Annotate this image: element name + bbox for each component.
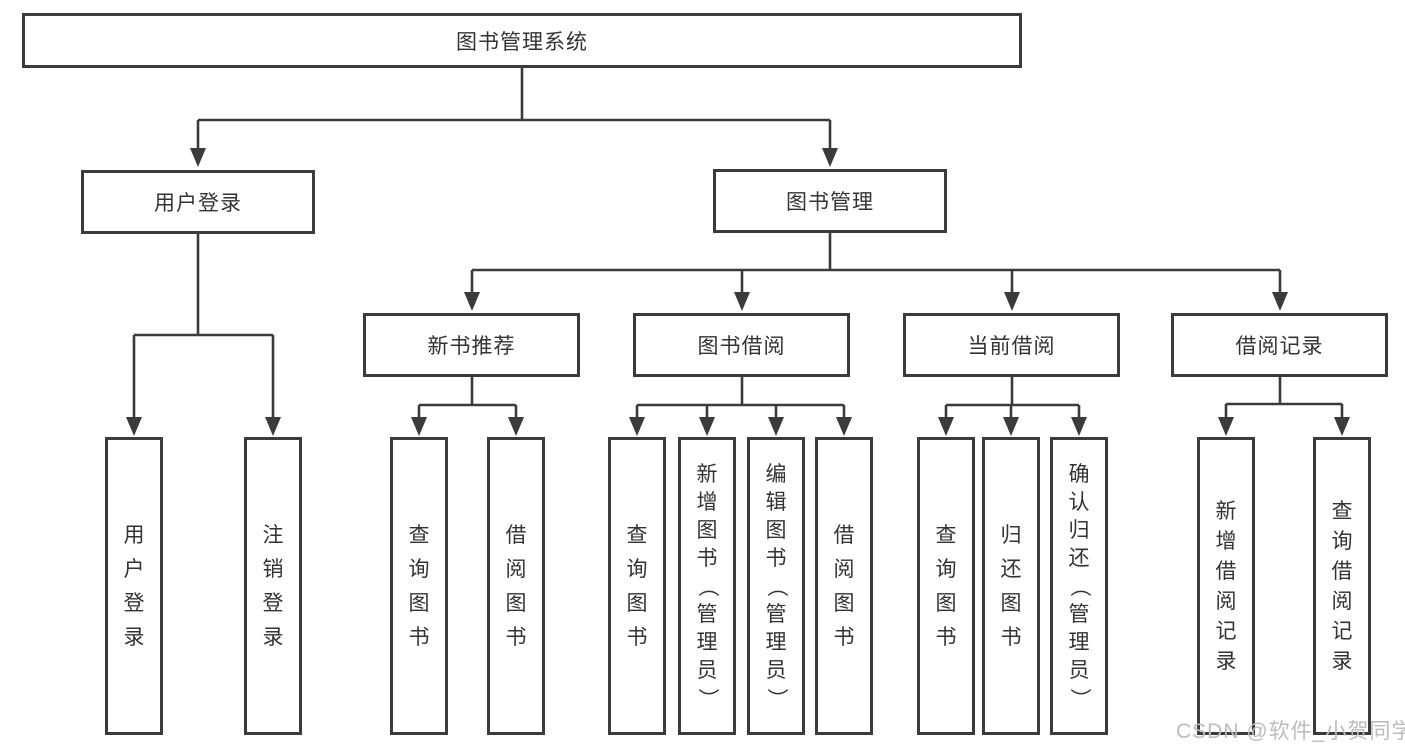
leaf-cb-return-books-label: 归还图书 [1000, 523, 1022, 649]
leaf-bb-add-books: 新增图书（管理员） [678, 437, 736, 735]
leaf-br-add-record: 新增借阅记录 [1197, 437, 1255, 735]
leaf-user-login: 用户登录 [105, 437, 163, 735]
leaf-bb-add-books-label: 新增图书（管理员） [695, 462, 719, 709]
leaf-nb-query-books: 查询图书 [390, 437, 448, 735]
leaf-nb-borrow-books-label: 借阅图书 [505, 523, 527, 649]
node-borrowing-records-label: 借阅记录 [1235, 335, 1324, 358]
node-root: 图书管理系统 [22, 13, 1022, 68]
leaf-cb-confirm-return: 确认归还（管理员） [1050, 437, 1108, 735]
leaf-br-query-record-label: 查询借阅记录 [1331, 499, 1353, 673]
leaf-bb-edit-books: 编辑图书（管理员） [747, 437, 805, 735]
node-current-borrowing-label: 当前借阅 [967, 335, 1056, 358]
node-book-borrowing: 图书借阅 [633, 313, 850, 377]
watermark: CSDN @软件_小贺同学 [1176, 720, 1405, 743]
leaf-logout: 注销登录 [244, 437, 302, 735]
leaf-bb-edit-books-label: 编辑图书（管理员） [764, 462, 788, 709]
leaf-bb-query-books-label: 查询图书 [626, 523, 648, 649]
leaf-cb-query-books: 查询图书 [917, 437, 975, 735]
leaf-nb-borrow-books: 借阅图书 [487, 437, 545, 735]
leaf-bb-borrow-books: 借阅图书 [815, 437, 873, 735]
node-new-book-recommend: 新书推荐 [363, 313, 580, 377]
leaf-cb-confirm-return-label: 确认归还（管理员） [1067, 462, 1091, 709]
node-book-management-label: 图书管理 [786, 191, 874, 214]
leaf-user-login-label: 用户登录 [123, 523, 145, 649]
leaf-br-add-record-label: 新增借阅记录 [1215, 499, 1237, 673]
node-user-login: 用户登录 [81, 170, 315, 234]
node-user-login-label: 用户登录 [154, 192, 242, 215]
node-root-label: 图书管理系统 [456, 30, 588, 54]
node-borrowing-records: 借阅记录 [1171, 313, 1388, 377]
node-new-book-recommend-label: 新书推荐 [427, 335, 516, 358]
leaf-br-query-record: 查询借阅记录 [1313, 437, 1371, 735]
node-book-management: 图书管理 [713, 169, 947, 233]
leaf-bb-borrow-books-label: 借阅图书 [833, 523, 855, 649]
node-book-borrowing-label: 图书借阅 [697, 335, 786, 358]
node-current-borrowing: 当前借阅 [903, 313, 1120, 377]
leaf-cb-return-books: 归还图书 [982, 437, 1040, 735]
leaf-logout-label: 注销登录 [262, 523, 284, 649]
leaf-nb-query-books-label: 查询图书 [408, 523, 430, 649]
leaf-cb-query-books-label: 查询图书 [935, 523, 957, 649]
leaf-bb-query-books: 查询图书 [608, 437, 666, 735]
